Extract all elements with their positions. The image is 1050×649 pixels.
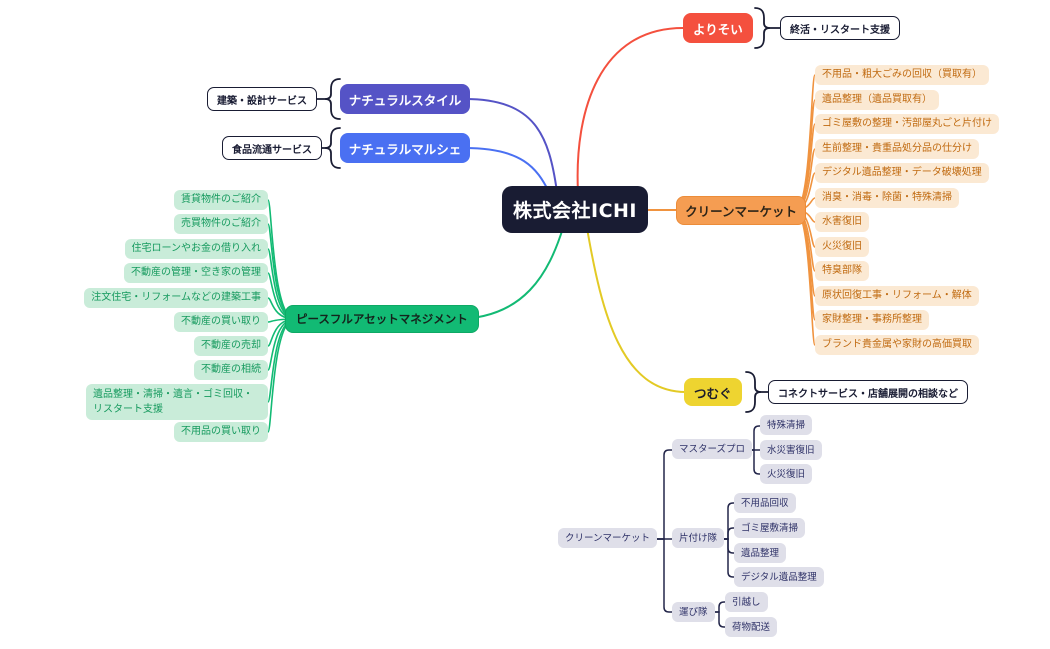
subtree-leaf[interactable]: ゴミ屋敷清掃 (734, 518, 806, 538)
annotation-yorisoi[interactable]: 終活・リスタート支援 (780, 16, 900, 40)
subtree-group-katazuke-tai[interactable]: 片付け隊 (672, 528, 725, 548)
peaceful-leaf[interactable]: 注文住宅・リフォームなどの建築工事 (84, 288, 268, 308)
node-yorisoi[interactable]: よりそい (683, 13, 753, 43)
clean-market-leaf[interactable]: ゴミ屋敷の整理・汚部屋丸ごと片付け (815, 114, 999, 134)
clean-market-leaf[interactable]: 火災復旧 (815, 237, 869, 257)
subtree-leaf[interactable]: 荷物配送 (725, 617, 778, 637)
clean-market-leaf[interactable]: 家財整理・事務所整理 (815, 310, 929, 330)
peaceful-leaf[interactable]: 住宅ローンやお金の借り入れ (124, 239, 268, 259)
node-clean-market[interactable]: クリーンマーケット (676, 196, 806, 225)
subtree-group-masters-pro[interactable]: マスターズプロ (672, 439, 753, 459)
subtree-leaf[interactable]: 不用品回収 (734, 493, 796, 513)
clean-market-leaf[interactable]: 原状回復工事・リフォーム・解体 (815, 286, 979, 306)
clean-market-leaf[interactable]: 遺品整理（遺品買取有） (815, 90, 939, 110)
branch-line-yorisoi (576, 27, 684, 193)
clean-market-leaf[interactable]: 消臭・消毒・除菌・特殊清掃 (815, 188, 959, 208)
clean-market-leaf[interactable]: 特臭部隊 (815, 261, 869, 281)
clean-market-leaf[interactable]: 不用品・粗大ごみの回収（買取有） (815, 65, 989, 85)
clean-market-leaf[interactable]: デジタル遺品整理・データ破壊処理 (815, 163, 989, 183)
subtree-group-hakobi-tai[interactable]: 運び隊 (672, 602, 715, 622)
annotation-natural-marche[interactable]: 食品流通サービス (222, 136, 322, 160)
clean-market-leaf[interactable]: ブランド貴金属や家財の高価買取 (815, 335, 979, 355)
node-natural-marche[interactable]: ナチュラルマルシェ (340, 133, 470, 163)
node-tsumugu[interactable]: つむぐ (684, 378, 742, 406)
peaceful-leaf[interactable]: 不動産の売却 (194, 336, 268, 356)
peaceful-leaf[interactable]: 不動産の管理・空き家の管理 (124, 263, 268, 283)
central-node-company[interactable]: 株式会社ICHI (502, 186, 648, 233)
peaceful-leaf[interactable]: 不動産の相続 (194, 360, 268, 380)
node-peaceful-asset-management[interactable]: ピースフルアセットマネジメント (285, 305, 479, 333)
branch-line-tsumugu (586, 227, 687, 393)
peaceful-leaf[interactable]: 売買物件のご紹介 (174, 214, 268, 234)
branch-line-natural-marche (464, 147, 550, 193)
subtree-leaf[interactable]: 火災復旧 (760, 464, 813, 484)
subtree-leaf[interactable]: 水災害復旧 (760, 440, 822, 460)
subtree-lines (639, 425, 761, 628)
clean-market-leaf[interactable]: 水害復旧 (815, 212, 869, 232)
clean-market-leaf[interactable]: 生前整理・貴重品処分品の仕分け (815, 139, 979, 159)
subtree-leaf[interactable]: デジタル遺品整理 (734, 567, 824, 587)
annotation-braces (316, 7, 781, 413)
subtree-leaf[interactable]: 特殊清掃 (760, 415, 813, 435)
annotation-natural-style[interactable]: 建築・設計サービス (207, 87, 317, 111)
branch-line-natural-style (464, 98, 558, 193)
peaceful-leaf[interactable]: 不用品の買い取り (174, 422, 268, 442)
subtree-leaf[interactable]: 遺品整理 (734, 543, 787, 563)
peaceful-leaf[interactable]: 賃貸物件のご紹介 (174, 190, 268, 210)
subtree-leaf[interactable]: 引越し (725, 592, 768, 612)
annotation-tsumugu[interactable]: コネクトサービス・店舗展開の相談など (768, 380, 968, 404)
subtree-root-clean-market[interactable]: クリーンマーケット (558, 528, 658, 548)
peaceful-leaf[interactable]: 不動産の買い取り (174, 312, 268, 332)
peaceful-leaf[interactable]: 遺品整理・清掃・遺言・ゴミ回収・リスタート支援 (86, 384, 268, 420)
node-natural-style[interactable]: ナチュラルスタイル (340, 84, 470, 114)
